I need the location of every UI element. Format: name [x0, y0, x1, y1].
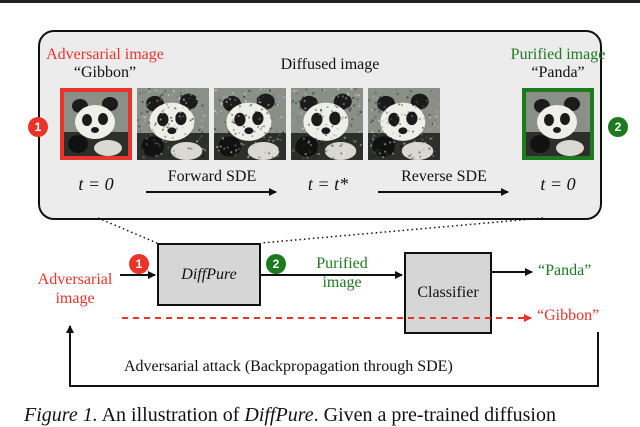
time-label-end: t = 0	[540, 174, 576, 194]
attack-feedback-arrow	[66, 325, 599, 387]
purified-image-title: Purified image	[510, 46, 606, 63]
diffused-image-4	[368, 88, 440, 160]
input-label-line1: Adversarial	[37, 271, 113, 288]
diffpure-box: DiffPure	[157, 243, 261, 306]
step-two-badge-pipeline: 2	[266, 254, 286, 274]
figure-caption: Figure 1. An illustration of DiffPure. G…	[24, 404, 556, 427]
output-gibbon-label: “Gibbon”	[537, 307, 600, 324]
adversarial-image-title: Adversarial image	[46, 46, 164, 63]
caption-text-a: An illustration of	[97, 404, 245, 426]
reverse-sde-label: Reverse SDE	[401, 168, 487, 185]
adversarial-image	[60, 88, 132, 160]
step-one-badge-pipeline: 1	[129, 254, 149, 274]
input-label-line2: image	[55, 290, 95, 307]
diffused-image-2	[214, 88, 286, 160]
zoom-line-right	[260, 217, 544, 244]
caption-text-b: . Given a pre-trained diffusion	[313, 404, 556, 426]
purified-label-line2: image	[322, 274, 362, 291]
diffused-image-title: Diffused image	[280, 56, 380, 73]
output-panda-label: “Panda”	[538, 262, 592, 279]
zoom-line-left	[97, 217, 158, 244]
purified-class-label: “Panda”	[531, 64, 585, 81]
caption-name: DiffPure	[244, 404, 314, 426]
diffused-image-1	[137, 88, 209, 160]
purified-image	[522, 88, 594, 160]
diffpure-label: DiffPure	[181, 265, 237, 283]
step-one-badge-panel: 1	[28, 117, 48, 137]
caption-prefix: Figure 1.	[24, 404, 98, 426]
classifier-label: Classifier	[417, 284, 479, 301]
step-two-badge-panel: 2	[608, 117, 628, 137]
time-label-mid: t = t*	[307, 174, 349, 194]
classifier-box: Classifier	[404, 252, 492, 334]
time-label-start: t = 0	[78, 174, 114, 194]
purified-label-line1: Purified	[316, 255, 368, 272]
forward-sde-label: Forward SDE	[167, 168, 257, 185]
diffused-image-3	[291, 88, 363, 160]
top-rule	[0, 0, 640, 3]
adversarial-class-label: “Gibbon”	[73, 64, 137, 81]
attack-label: Adversarial attack (Backpropagation thro…	[124, 358, 453, 375]
